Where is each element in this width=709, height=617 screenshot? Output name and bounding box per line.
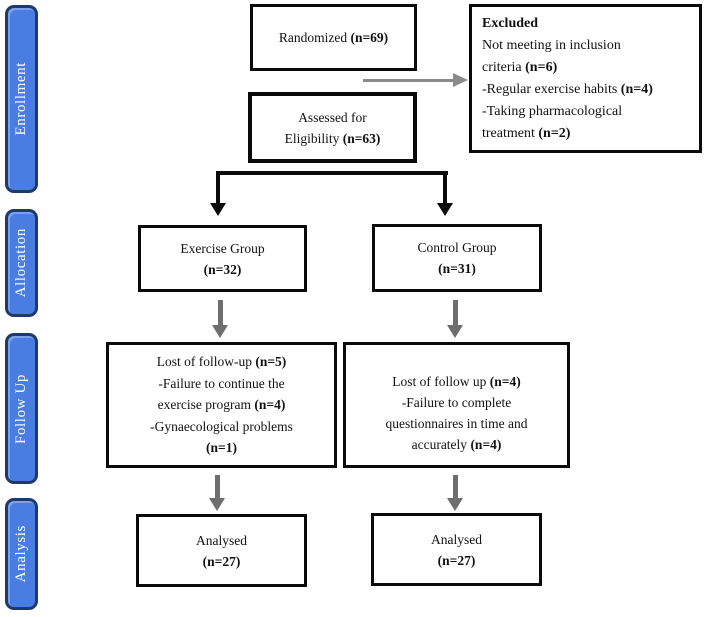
arrow-control-to-lost-head — [447, 325, 463, 338]
arrow-lost-to-analysed-control-head — [447, 498, 463, 511]
excluded-title: Excluded — [482, 16, 539, 31]
lost-exercise-line: exercise program (n=4) — [157, 397, 286, 413]
analysed-exercise-box: Analysed (n=27) — [136, 514, 307, 587]
assessed-line: Eligibility (n=63) — [284, 130, 381, 146]
stage-tab-allocation-label: Allocation — [13, 228, 29, 298]
stage-tab-enrollment-label: Enrollment — [13, 62, 29, 136]
arrow-to-control-group-head — [437, 203, 453, 216]
stage-tab-analysis-label: Analysis — [13, 525, 29, 583]
lost-exercise-line: (n=1) — [206, 440, 237, 456]
analysed-control-box: Analysed (n=27) — [371, 513, 542, 586]
stage-tab-enrollment: Enrollment — [5, 5, 38, 193]
arrow-to-exercise-group-head — [210, 203, 226, 216]
exercise-group-line: (n=32) — [203, 261, 242, 277]
assessed-box: Assessed for Eligibility (n=63) — [248, 92, 417, 163]
lost-control-line: accurately (n=4) — [411, 437, 502, 452]
randomized-text: Randomized (n=69) — [278, 30, 389, 45]
arrow-randomized-to-excluded-head — [453, 73, 468, 87]
arrow-exercise-to-lost-stem — [218, 300, 223, 326]
excluded-box: Excluded Not meeting in inclusion criter… — [469, 4, 702, 153]
stage-tab-follow-up: Follow Up — [5, 333, 38, 484]
analysed-exercise-line: (n=27) — [202, 553, 241, 569]
lost-control-line: questionnaires in time and — [385, 416, 528, 431]
lost-control-line: -Failure to complete — [401, 395, 512, 410]
control-group-line: (n=31) — [438, 261, 476, 276]
excluded-line: Not meeting in inclusion — [482, 38, 621, 53]
arrow-lost-to-analysed-exercise-stem — [215, 475, 220, 499]
exercise-group-line: Exercise Group — [180, 240, 265, 256]
bracket-left-vertical-line — [216, 171, 220, 204]
arrow-control-to-lost-stem — [453, 300, 458, 326]
lost-followup-control-box: Lost of follow up (n=4) -Failure to comp… — [343, 342, 570, 468]
lost-exercise-line: -Gynaecological problems — [150, 418, 293, 434]
excluded-line: treatment (n=2) — [482, 126, 571, 141]
lost-exercise-line: -Failure to continue the — [158, 375, 285, 391]
analysed-control-line: Analysed — [431, 531, 482, 547]
lost-followup-exercise-box: Lost of follow-up (n=5) -Failure to cont… — [106, 342, 337, 468]
control-group-box: Control Group (n=31) — [372, 224, 542, 292]
randomized-box: Randomized (n=69) — [250, 4, 417, 71]
analysed-exercise-line: Analysed — [196, 532, 247, 548]
arrow-exercise-to-lost-head — [212, 325, 228, 338]
arrow-lost-to-analysed-control-stem — [453, 475, 458, 499]
exercise-group-box: Exercise Group (n=32) — [138, 225, 307, 292]
bracket-right-vertical-line — [443, 171, 447, 204]
lost-exercise-line: Lost of follow-up (n=5) — [156, 354, 287, 370]
lost-control-line: Lost of follow up (n=4) — [392, 374, 521, 389]
excluded-line: -Regular exercise habits (n=4) — [482, 82, 653, 97]
assessed-line: Assessed for — [298, 109, 367, 125]
excluded-line: -Taking pharmacological — [482, 104, 623, 119]
stage-tab-allocation: Allocation — [5, 209, 38, 317]
analysed-control-line: (n=27) — [437, 552, 476, 568]
bracket-horizontal-line — [216, 171, 448, 175]
stage-tab-analysis: Analysis — [5, 498, 38, 610]
excluded-line: criteria (n=6) — [482, 60, 558, 75]
arrow-randomized-to-excluded-stem — [363, 79, 455, 82]
arrow-lost-to-analysed-exercise-head — [209, 498, 225, 511]
control-group-line: Control Group — [417, 240, 497, 255]
stage-tab-follow-up-label: Follow Up — [13, 373, 29, 444]
